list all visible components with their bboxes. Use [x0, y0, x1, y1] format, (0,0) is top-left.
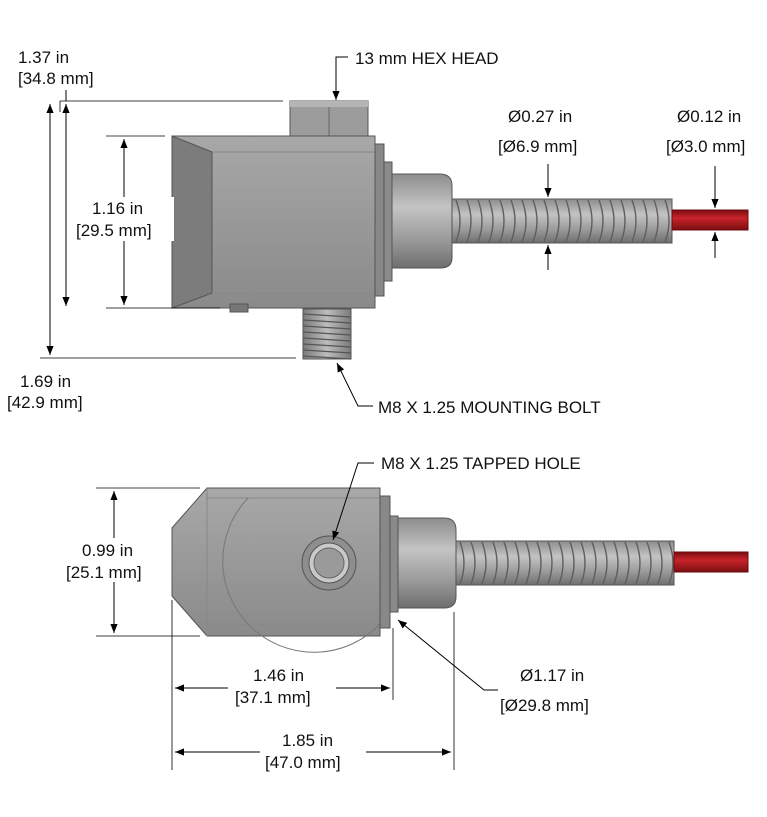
armored-cable: [451, 198, 673, 244]
dim-height-with-bolt-mm: [42.9 mm]: [7, 393, 83, 412]
label-tapped-hole: M8 X 1.25 TAPPED HOLE: [381, 454, 581, 473]
dim-height-with-bolt-in: 1.69 in: [20, 372, 71, 391]
cable-coil: [532, 199, 538, 243]
dim-wire-diameter-mm: [Ø3.0 mm]: [666, 137, 745, 156]
sensor-body: [171, 135, 385, 313]
dim-overall-height-mm: [34.8 mm]: [18, 69, 94, 88]
cable-coil: [488, 199, 494, 243]
dim-base-width-in: 0.99 in: [82, 541, 133, 560]
dim-base-diameter-mm: [Ø29.8 mm]: [500, 696, 589, 715]
dim-body-length-in: 1.46 in: [253, 666, 304, 685]
cable-coil: [466, 199, 472, 243]
bolt-thread: [302, 331, 352, 336]
cable-coil: [631, 199, 637, 243]
side-view: [171, 100, 749, 360]
cable-coil: [455, 199, 461, 243]
cable-coil: [521, 199, 527, 243]
bolt-thread: [302, 313, 352, 318]
dim-overall-height-in: 1.37 in: [18, 48, 69, 67]
armored-cable-bottom: [455, 540, 675, 586]
bolt-thread: [302, 337, 352, 342]
dim-base-diameter: Ø1.17 in [Ø29.8 mm]: [397, 619, 589, 715]
cable-coil: [543, 199, 549, 243]
cable-coil: [635, 541, 641, 585]
dim-overall-length-mm: [47.0 mm]: [265, 753, 341, 772]
dim-overall-height: 1.37 in [34.8 mm]: [18, 48, 283, 306]
cable-connector-bottom: [389, 515, 457, 613]
dim-wire-diameter: Ø0.12 in [Ø3.0 mm]: [666, 107, 745, 258]
label-hex-head: 13 mm HEX HEAD: [355, 49, 499, 68]
callout-tapped-hole: M8 X 1.25 TAPPED HOLE: [332, 454, 581, 541]
hex-head: [289, 100, 369, 138]
cable-coil: [602, 541, 608, 585]
dim-cable-diameter: Ø0.27 in [Ø6.9 mm]: [498, 107, 577, 270]
dim-body-height-mm: [29.5 mm]: [76, 221, 152, 240]
cable-coil: [569, 541, 575, 585]
cable-coil: [510, 199, 516, 243]
cable-coil: [591, 541, 597, 585]
dim-height-with-bolt: 1.69 in [42.9 mm]: [7, 104, 296, 412]
dim-cable-diameter-in: Ø0.27 in: [508, 107, 572, 126]
dim-overall-length: 1.85 in [47.0 mm]: [175, 612, 455, 774]
cable-coil: [653, 199, 659, 243]
cable-coil: [459, 541, 465, 585]
cable-coil: [624, 541, 630, 585]
cable-coil: [477, 199, 483, 243]
red-wire: [671, 209, 749, 231]
bolt-thread: [302, 349, 352, 354]
sensor-base: [171, 487, 391, 653]
cable-coil: [598, 199, 604, 243]
cable-coil: [499, 199, 505, 243]
bolt-thread: [302, 355, 352, 360]
cable-coil: [576, 199, 582, 243]
dim-base-width-mm: [25.1 mm]: [66, 563, 142, 582]
cable-coil: [664, 199, 670, 243]
dim-body-height-in: 1.16 in: [92, 199, 143, 218]
cable-coil: [657, 541, 663, 585]
bolt-thread: [302, 325, 352, 330]
cable-connector: [383, 161, 453, 282]
mounting-bolt: [302, 308, 352, 360]
cable-coil: [558, 541, 564, 585]
cable-coil: [554, 199, 560, 243]
cable-coil: [642, 199, 648, 243]
tapped-hole: [301, 535, 357, 591]
dim-overall-length-in: 1.85 in: [282, 731, 333, 750]
cable-coil: [646, 541, 652, 585]
dim-body-length: 1.46 in [37.1 mm]: [171, 600, 394, 770]
dim-wire-diameter-in: Ø0.12 in: [677, 107, 741, 126]
bolt-thread: [302, 343, 352, 348]
red-wire-bottom: [673, 551, 749, 573]
bottom-view: [171, 487, 749, 653]
cable-coil: [587, 199, 593, 243]
cable-coil: [668, 541, 674, 585]
cable-coil: [565, 199, 571, 243]
cable-coil: [470, 541, 476, 585]
cable-coil: [580, 541, 586, 585]
dim-cable-diameter-mm: [Ø6.9 mm]: [498, 137, 577, 156]
callout-mounting-bolt: M8 X 1.25 MOUNTING BOLT: [336, 362, 601, 417]
label-mounting-bolt: M8 X 1.25 MOUNTING BOLT: [378, 398, 601, 417]
cable-coil: [547, 541, 553, 585]
cable-coil: [481, 541, 487, 585]
cable-coil: [514, 541, 520, 585]
cable-coil: [525, 541, 531, 585]
dim-base-width: 0.99 in [25.1 mm]: [66, 487, 200, 637]
cable-coil: [613, 541, 619, 585]
cable-coil: [609, 199, 615, 243]
dim-body-height: 1.16 in [29.5 mm]: [76, 135, 220, 309]
callout-hex-head: 13 mm HEX HEAD: [332, 49, 499, 100]
cable-coil: [620, 199, 626, 243]
cable-coil: [536, 541, 542, 585]
dim-base-diameter-in: Ø1.17 in: [520, 666, 584, 685]
cable-coil: [503, 541, 509, 585]
bolt-thread: [302, 319, 352, 324]
dim-body-length-mm: [37.1 mm]: [235, 688, 311, 707]
cable-coil: [492, 541, 498, 585]
